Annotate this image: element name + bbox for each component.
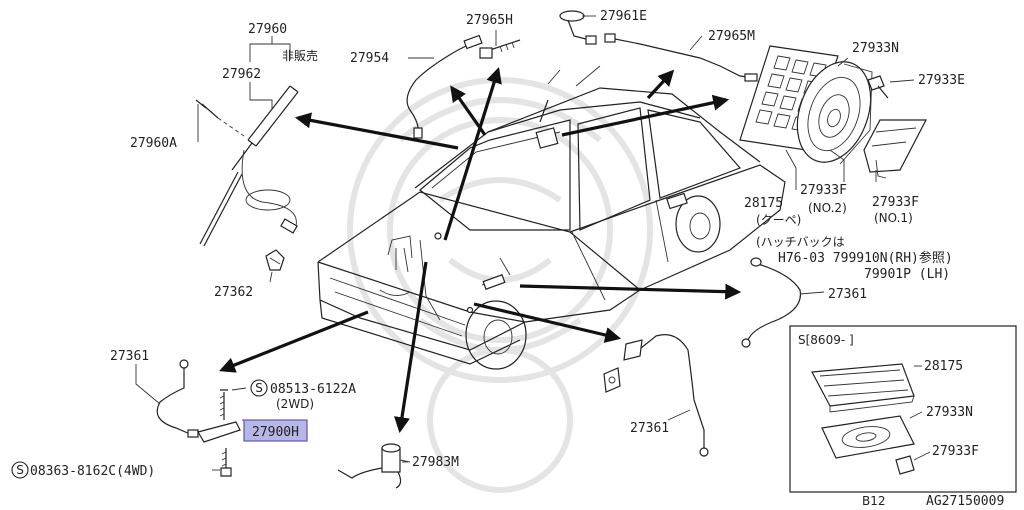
cable-27361-mid bbox=[741, 257, 802, 348]
label-hatchback-note-1: (ハッチバックは bbox=[756, 235, 845, 249]
label-27965M: 27965M bbox=[708, 29, 755, 44]
inset-title: S[8609- ] bbox=[798, 333, 854, 347]
inset-box bbox=[789, 325, 1017, 493]
footer-reference: AG27150009 bbox=[926, 494, 1004, 509]
speaker-27933N bbox=[796, 61, 873, 165]
relay-27983M bbox=[337, 443, 411, 489]
antenna-assembly bbox=[195, 85, 299, 247]
bracket-27900H bbox=[197, 389, 241, 477]
label-27900H: 27900H bbox=[252, 425, 299, 440]
s-symbol-bolt1: S bbox=[250, 379, 268, 397]
inset-label-28175: 28175 bbox=[924, 359, 963, 374]
label-27965H: 27965H bbox=[466, 13, 513, 28]
footer-code: B12 bbox=[862, 494, 886, 508]
label-27960: 27960 bbox=[248, 22, 287, 37]
clip-27362 bbox=[265, 249, 285, 271]
label-2wd: (2WD) bbox=[276, 397, 314, 411]
watermark-emblem bbox=[347, 77, 653, 493]
label-27361-left: 27361 bbox=[110, 349, 149, 364]
label-bolt-08363: 08363-8162C(4WD) bbox=[30, 464, 155, 479]
label-no2: (NO.2) bbox=[808, 201, 847, 215]
leader-lines bbox=[135, 15, 915, 471]
label-27933N-top: 27933N bbox=[852, 41, 899, 56]
label-28175-top: 28175 bbox=[744, 196, 783, 211]
label-27983M: 27983M bbox=[412, 455, 459, 470]
cable-27361-left bbox=[156, 359, 199, 438]
label-27361-bottom: 27361 bbox=[630, 421, 669, 436]
assembly-arrows bbox=[219, 66, 742, 434]
label-bolt-08513: 08513-6122A bbox=[270, 382, 356, 397]
inset-label-27933N: 27933N bbox=[926, 405, 973, 420]
label-not-for-sale: 非販売 bbox=[282, 48, 318, 63]
label-27962: 27962 bbox=[222, 67, 261, 82]
svg-text:S: S bbox=[16, 463, 24, 477]
s-symbol-bolt2: S bbox=[11, 461, 29, 479]
label-27960A: 27960A bbox=[130, 136, 177, 151]
grommet-27961E bbox=[547, 10, 601, 87]
label-27361-mid: 27361 bbox=[828, 287, 867, 302]
connector-27965H bbox=[479, 39, 521, 59]
label-hatchback-note-3: 79901P (LH) bbox=[864, 267, 950, 282]
car-body-outline bbox=[317, 87, 786, 370]
label-27961E: 27961E bbox=[600, 9, 647, 24]
feeder-27965M bbox=[604, 33, 758, 82]
label-coupe: (クーペ) bbox=[756, 213, 801, 227]
svg-text:S: S bbox=[255, 381, 263, 395]
label-27362: 27362 bbox=[214, 285, 253, 300]
highlight-27900H bbox=[243, 419, 308, 442]
part-labels: 27960 非販売 27962 27960A 27954 27965H 2796… bbox=[30, 9, 1004, 509]
label-27933F-no2: 27933F bbox=[800, 183, 847, 198]
label-no1: (NO.1) bbox=[874, 211, 913, 225]
label-hatchback-note-2: H76-03 799910N(RH)参照) bbox=[778, 250, 953, 266]
cable-27954 bbox=[406, 34, 483, 139]
cable-27361-bottom bbox=[603, 334, 709, 457]
label-27933E: 27933E bbox=[918, 73, 965, 88]
label-27933F-no1: 27933F bbox=[872, 195, 919, 210]
inset-label-27933F: 27933F bbox=[932, 444, 979, 459]
screw-27933E bbox=[867, 75, 889, 99]
bracket-27933F-no1 bbox=[863, 119, 927, 179]
label-27954: 27954 bbox=[350, 51, 389, 66]
